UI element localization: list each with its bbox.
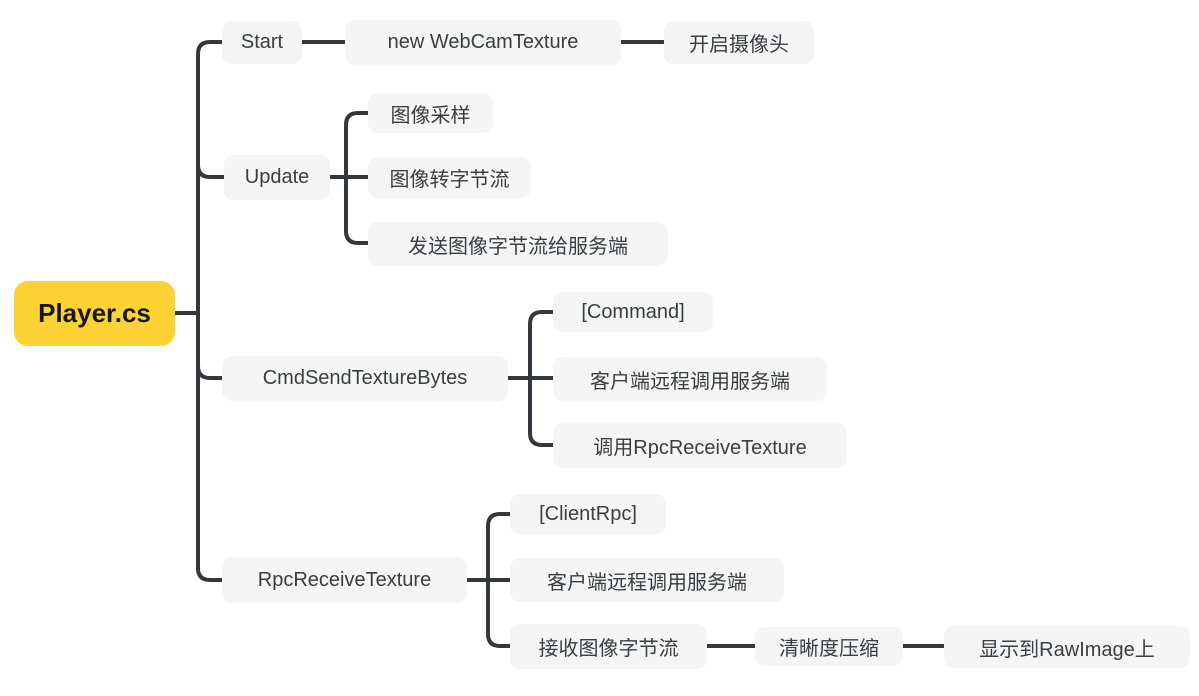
node-client-remote-call-server-2[interactable]: 客户端远程调用服务端 [510,558,784,602]
connector-cmd-commandattr [528,310,555,380]
node-client-remote-call-server-1[interactable]: 客户端远程调用服务端 [553,357,827,401]
node-rpcreceivetexture[interactable]: RpcReceiveTexture [222,557,467,603]
connector-cmd-callrpc [528,376,555,447]
node-image-to-bytes[interactable]: 图像转字节流 [368,157,531,198]
node-start[interactable]: Start [222,21,302,64]
node-sharpness-compress[interactable]: 清晰度压缩 [755,627,903,666]
node-image-sample[interactable]: 图像采样 [368,93,493,133]
connector-root-rpcreceivetexture [196,311,224,582]
connector-rpc-receivebytes [486,578,512,648]
node-update[interactable]: Update [224,155,330,200]
node-player-cs[interactable]: Player.cs [14,281,175,346]
node-send-bytes-to-server[interactable]: 发送图像字节流给服务端 [368,222,668,266]
connector-root-update [196,163,226,179]
node-call-rpcreceivetexture[interactable]: 调用RpcReceiveTexture [553,423,847,468]
node-clientrpc-attribute[interactable]: [ClientRpc] [510,494,666,534]
connector-update-sendbytes [344,175,370,245]
node-display-rawimage[interactable]: 显示到RawImage上 [944,626,1190,668]
node-new-webcamtexture[interactable]: new WebCamTexture [345,20,621,65]
node-command-attribute[interactable]: [Command] [553,292,713,332]
connector-root-start [196,40,224,315]
connector-update-imagesample [344,111,370,179]
node-receive-image-bytes[interactable]: 接收图像字节流 [510,624,707,669]
connector-rpc-clientrpcattr [486,512,512,582]
node-cmdsendtexturebytes[interactable]: CmdSendTextureBytes [222,356,508,401]
connector-root-cmdsendtexturebytes [196,364,224,380]
node-open-camera[interactable]: 开启摄像头 [664,21,814,64]
